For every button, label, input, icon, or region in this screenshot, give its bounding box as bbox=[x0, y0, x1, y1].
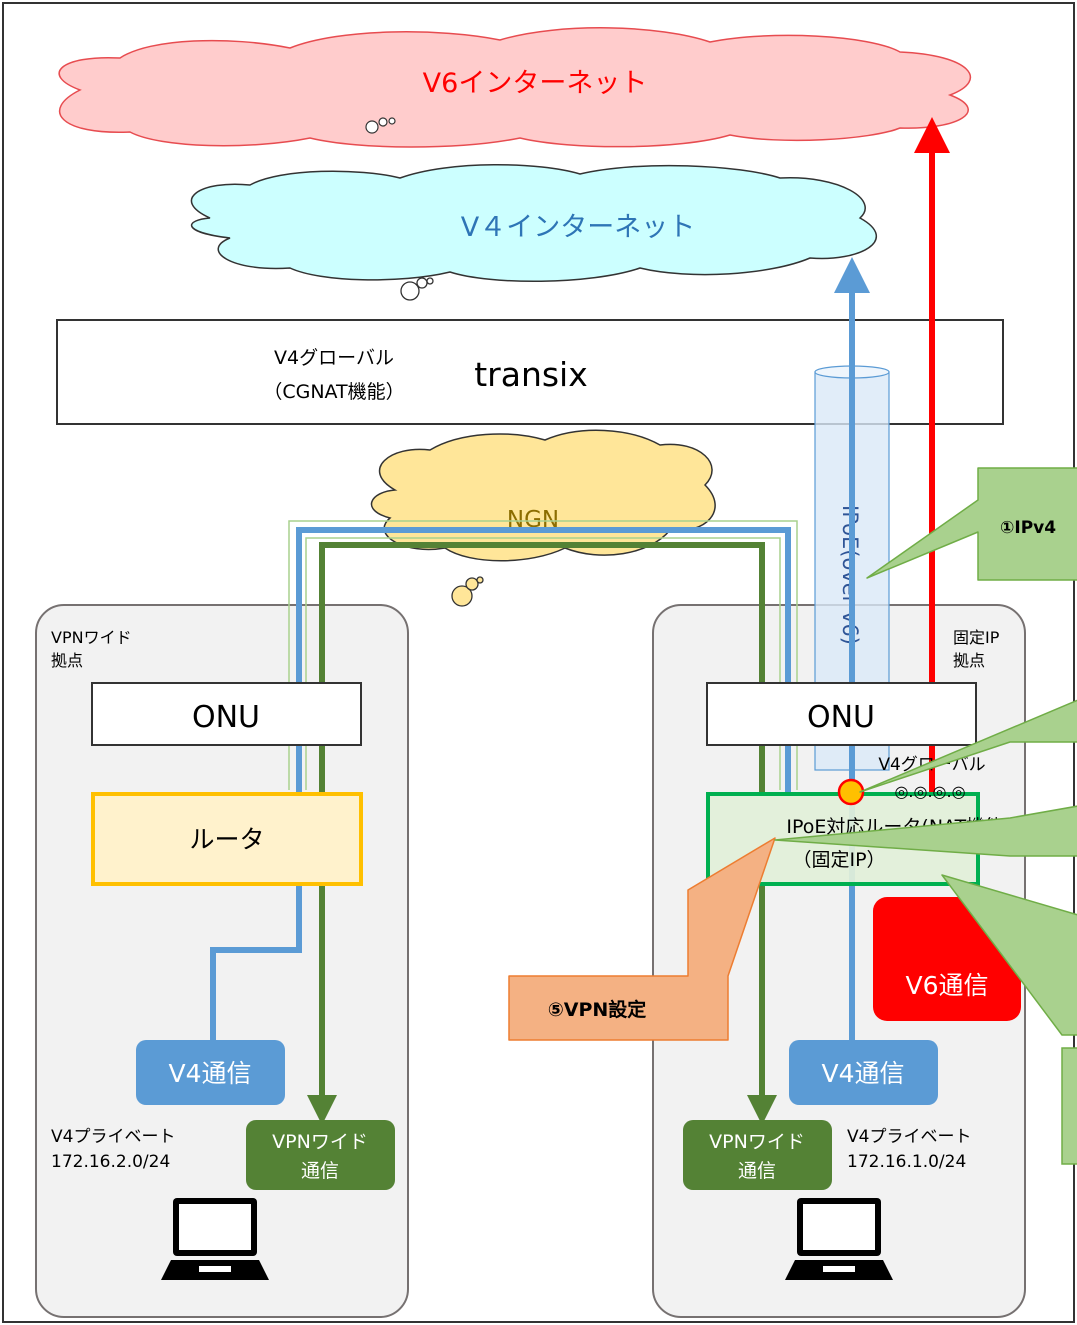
transix-line2: （CGNAT機能） bbox=[263, 381, 404, 403]
left-onu-label: ONU bbox=[192, 700, 260, 735]
right-vpn-comm-box: VPNワイド 通信 bbox=[683, 1120, 832, 1190]
left-site-label-2: 拠点 bbox=[51, 651, 83, 670]
callout-router-nat bbox=[774, 805, 1077, 857]
callout-vpn-setting-text: ⑤VPN設定 bbox=[548, 998, 647, 1021]
right-laptop-icon bbox=[785, 1198, 893, 1280]
left-private-label-1: V4プライベート bbox=[51, 1127, 175, 1147]
vpn-green-path-top bbox=[319, 542, 765, 793]
right-v4-comm-box: V4通信 bbox=[789, 1040, 938, 1105]
callout-ipv4-text: ①IPv4 bbox=[1000, 518, 1056, 538]
left-router-label: ルータ bbox=[189, 825, 264, 854]
right-vpn-comm-label-1: VPNワイド bbox=[709, 1131, 805, 1153]
right-private-label-2: 172.16.1.0/24 bbox=[847, 1152, 966, 1172]
right-site-label-2: 拠点 bbox=[953, 651, 985, 670]
right-v4-comm-label: V4通信 bbox=[821, 1059, 904, 1088]
v4-internet-label: V４インターネット bbox=[461, 212, 695, 243]
left-onu-box: ONU bbox=[91, 682, 362, 746]
right-onu-box: ONU bbox=[706, 682, 977, 746]
left-v4-comm-label: V4通信 bbox=[168, 1059, 251, 1088]
left-vpn-comm-box: VPNワイド 通信 bbox=[246, 1120, 395, 1190]
callout-ipv4: ①IPv4 bbox=[866, 467, 1077, 581]
left-vpn-comm-label-1: VPNワイド bbox=[272, 1131, 368, 1153]
transix-name: transix bbox=[474, 355, 588, 394]
v4-internet-cloud: V４インターネット bbox=[190, 164, 877, 301]
right-vpn-comm-label-2: 通信 bbox=[738, 1160, 776, 1182]
left-private-label-2: 172.16.2.0/24 bbox=[51, 1152, 170, 1172]
callout-router-fixed bbox=[941, 874, 1077, 1165]
v6-internet-cloud: V6インターネット bbox=[58, 27, 971, 148]
left-router-box: ルータ bbox=[91, 792, 363, 886]
transix-line1: V4グローバル bbox=[274, 347, 394, 369]
v6-internet-label: V6インターネット bbox=[423, 68, 648, 99]
v4-vpn-blue-path bbox=[296, 527, 791, 793]
right-router-label-2: （固定IP） bbox=[792, 849, 885, 871]
left-site-label-1: VPNワイド bbox=[51, 628, 132, 647]
callout-global-ip bbox=[859, 699, 1077, 793]
v4-global-ip: ◎.◎.◎.◎ bbox=[894, 782, 965, 801]
right-site-label-1: 固定IP bbox=[953, 628, 1000, 647]
left-laptop-icon bbox=[161, 1198, 269, 1280]
ngn-outline-tunnel bbox=[288, 520, 798, 790]
left-v4-comm-box: V4通信 bbox=[136, 1040, 285, 1105]
v4-path-line-left bbox=[210, 886, 302, 1040]
right-onu-label: ONU bbox=[807, 700, 875, 735]
callout-vpn-setting: ⑤VPN設定 bbox=[508, 837, 776, 1041]
v6-comm-label: V6通信 bbox=[905, 971, 988, 1000]
right-private-label-1: V4プライベート bbox=[847, 1127, 971, 1147]
left-vpn-comm-label-2: 通信 bbox=[301, 1160, 339, 1182]
global-ip-dot bbox=[837, 778, 865, 806]
